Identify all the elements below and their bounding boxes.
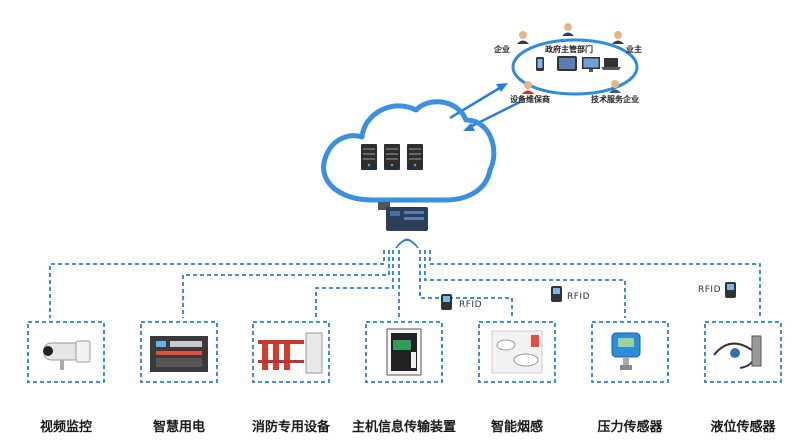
- power-meter-icon: [150, 336, 208, 372]
- level-sensor-icon: [713, 335, 762, 369]
- label-owner: 业主: [626, 45, 642, 54]
- rfid-reader-icon: [551, 286, 562, 302]
- rfid-reader-icon: [441, 294, 452, 310]
- gateway-icon: [378, 202, 428, 231]
- label-enterprise: 企业: [494, 45, 510, 54]
- server-icon: [361, 144, 377, 170]
- label-maintainer: 设备维保商: [510, 95, 550, 104]
- device-label-video-surveillance: 视频监控: [39, 420, 93, 435]
- stakeholder-ring: [511, 38, 639, 96]
- device-label-transmission: 主机信息传输装置: [351, 420, 457, 435]
- camera-icon: [43, 340, 91, 370]
- rfid-label: RFID: [567, 292, 591, 302]
- device-label-level: 液位传感器: [710, 420, 776, 435]
- transmission-device-icon: [386, 328, 422, 376]
- person-icon: [562, 23, 574, 36]
- smoke-detector-icon: [491, 330, 543, 374]
- fire-pump-icon: [258, 332, 323, 374]
- rfid-reader-icon: [725, 282, 736, 298]
- device-label-pressure: 压力传感器: [597, 420, 663, 435]
- device-label-fire-equipment: 消防专用设备: [251, 420, 331, 435]
- server-icon: [384, 144, 400, 170]
- laptop-icon: [604, 58, 618, 67]
- server-icon: [407, 144, 423, 170]
- person-icon: [522, 81, 534, 94]
- label-tech-service: 技术服务企业: [591, 95, 639, 104]
- wireless-signal-icon: [395, 238, 419, 249]
- person-icon: [517, 31, 529, 44]
- connection-lines: [49, 250, 761, 318]
- rfid-label: RFID: [459, 300, 483, 310]
- cloud-platform: [321, 99, 497, 203]
- device-label-smart-power: 智慧用电: [152, 420, 206, 435]
- pressure-sensor-icon: [611, 332, 641, 370]
- person-icon: [609, 80, 621, 93]
- person-icon: [612, 31, 624, 44]
- device-label-smoke: 智能烟感: [490, 420, 544, 435]
- rfid-label: RFID: [698, 285, 722, 295]
- device-boxes: [27, 321, 782, 383]
- label-government: 政府主管部门: [545, 45, 593, 54]
